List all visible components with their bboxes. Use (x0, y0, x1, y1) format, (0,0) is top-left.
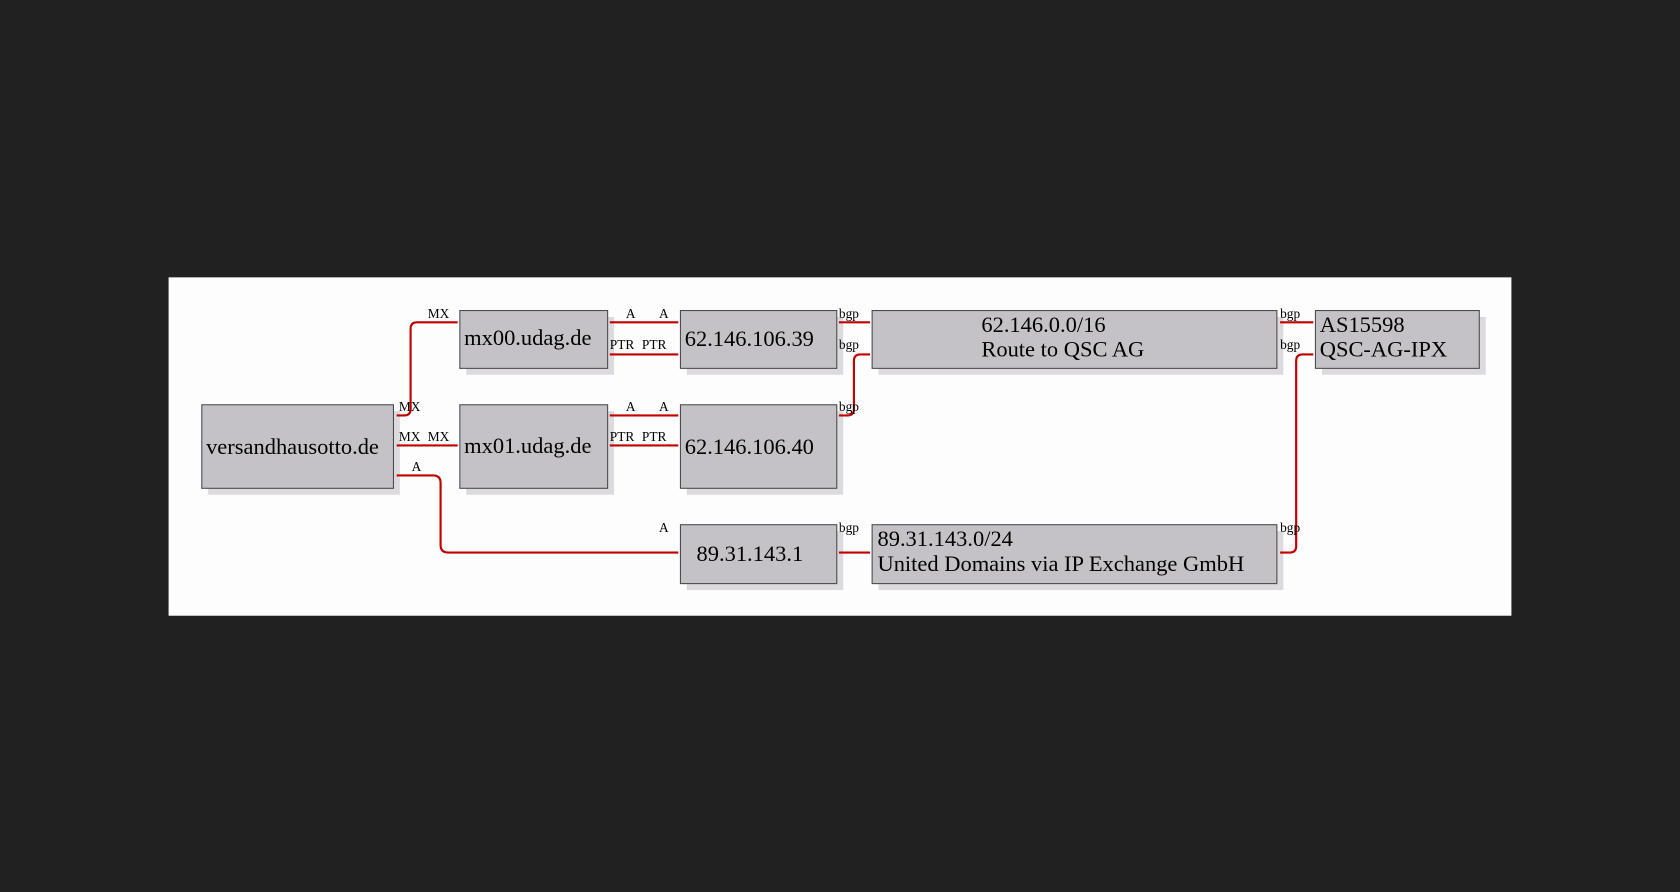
node-label: versandhausotto.de (206, 434, 379, 459)
edge-domain-mx00[interactable] (396, 321, 458, 417)
edge-ip40-route[interactable] (838, 353, 870, 417)
label-a: A (659, 306, 669, 321)
node-label-line1: 89.31.143.0/24 (877, 526, 1012, 551)
label-a: A (626, 399, 636, 414)
node-label-line1: AS15598 (1320, 312, 1405, 337)
label-ptr: PTR (642, 429, 667, 444)
edge-domain-ip143[interactable] (396, 474, 679, 554)
label-mx: MX (399, 399, 421, 414)
label-mx: MX (399, 429, 421, 444)
edges (396, 321, 1314, 554)
node-ip40[interactable]: 62.146.106.40 (679, 404, 838, 489)
label-ptr: PTR (610, 337, 635, 352)
node-ip39[interactable]: 62.146.106.39 (679, 310, 838, 369)
label-a: A (659, 399, 669, 414)
node-label-line2: Route to QSC AG (981, 337, 1144, 362)
node-label: 89.31.143.1 (697, 541, 804, 566)
label-bgp: bgp (1280, 306, 1300, 321)
node-label: 62.146.106.39 (685, 326, 814, 351)
label-ptr: PTR (610, 429, 635, 444)
label-a: A (412, 459, 422, 474)
node-route-qsc[interactable]: 62.146.0.0/16 Route to QSC AG (871, 310, 1278, 369)
label-bgp: bgp (1280, 337, 1300, 352)
node-ip143[interactable]: 89.31.143.1 (679, 524, 838, 585)
node-route-ud[interactable]: 89.31.143.0/24 United Domains via IP Exc… (871, 524, 1278, 585)
node-label: 62.146.106.40 (685, 434, 814, 459)
label-ptr: PTR (642, 337, 667, 352)
label-bgp: bgp (839, 520, 859, 535)
label-mx: MX (428, 429, 450, 444)
label-bgp: bgp (1280, 520, 1300, 535)
label-bgp: bgp (839, 306, 859, 321)
node-label: mx00.udag.de (464, 325, 591, 350)
label-a: A (659, 520, 669, 535)
node-mx01[interactable]: mx01.udag.de (459, 404, 609, 489)
label-a: A (626, 306, 636, 321)
label-bgp: bgp (839, 399, 859, 414)
edge-labels: MX MX MX MX A A A A PTR PTR A A PTR PTR … (399, 306, 1301, 535)
node-label-line2: United Domains via IP Exchange GmbH (877, 551, 1244, 576)
label-bgp: bgp (839, 337, 859, 352)
node-label-line2: QSC-AG-IPX (1320, 337, 1447, 362)
label-mx: MX (428, 306, 450, 321)
node-label: mx01.udag.de (464, 433, 591, 458)
node-mx00[interactable]: mx00.udag.de (459, 310, 609, 369)
node-as-qsc[interactable]: AS15598 QSC-AG-IPX (1314, 310, 1480, 369)
edge-routeud-as[interactable] (1280, 353, 1314, 554)
node-label-line1: 62.146.0.0/16 (981, 312, 1105, 337)
node-domain[interactable]: versandhausotto.de (201, 404, 394, 489)
